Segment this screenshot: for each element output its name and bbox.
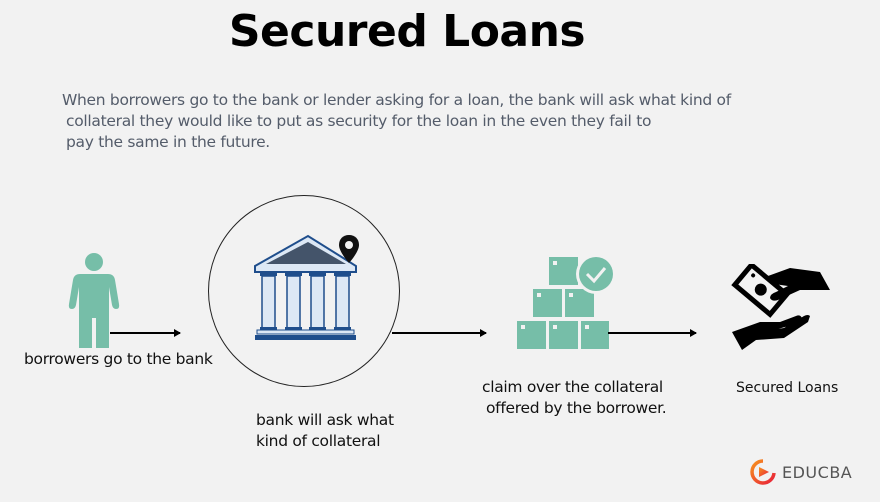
step-label-bank: bank will ask what kind of collateral (256, 411, 394, 450)
educba-logo-text: EDUCBA (782, 462, 853, 482)
educba-logo-icon (750, 459, 776, 485)
page-title: Secured Loans (228, 6, 586, 57)
description-line: collateral they would like to put as sec… (66, 112, 652, 130)
flow-arrow (608, 329, 697, 336)
flow-arrow (110, 329, 181, 336)
bank-circle (208, 195, 400, 387)
step-label-secured-loans: Secured Loans (736, 380, 839, 396)
description: When borrowers go to the bank or lender … (62, 90, 822, 153)
description-line: When borrowers go to the bank or lender … (62, 91, 731, 109)
person-icon (68, 253, 120, 348)
location-pin-icon (339, 235, 359, 263)
collateral-boxes-icon (517, 254, 616, 349)
description-line: pay the same in the future. (66, 133, 270, 151)
step-label-collateral: claim over the collateral offered by the… (482, 378, 667, 417)
money-hand-icon (731, 264, 830, 350)
flow-arrow (392, 329, 487, 336)
step-label-borrowers: borrowers go to the bank (24, 350, 213, 368)
educba-logo: EDUCBA (750, 459, 852, 485)
bank-icon (254, 234, 357, 340)
